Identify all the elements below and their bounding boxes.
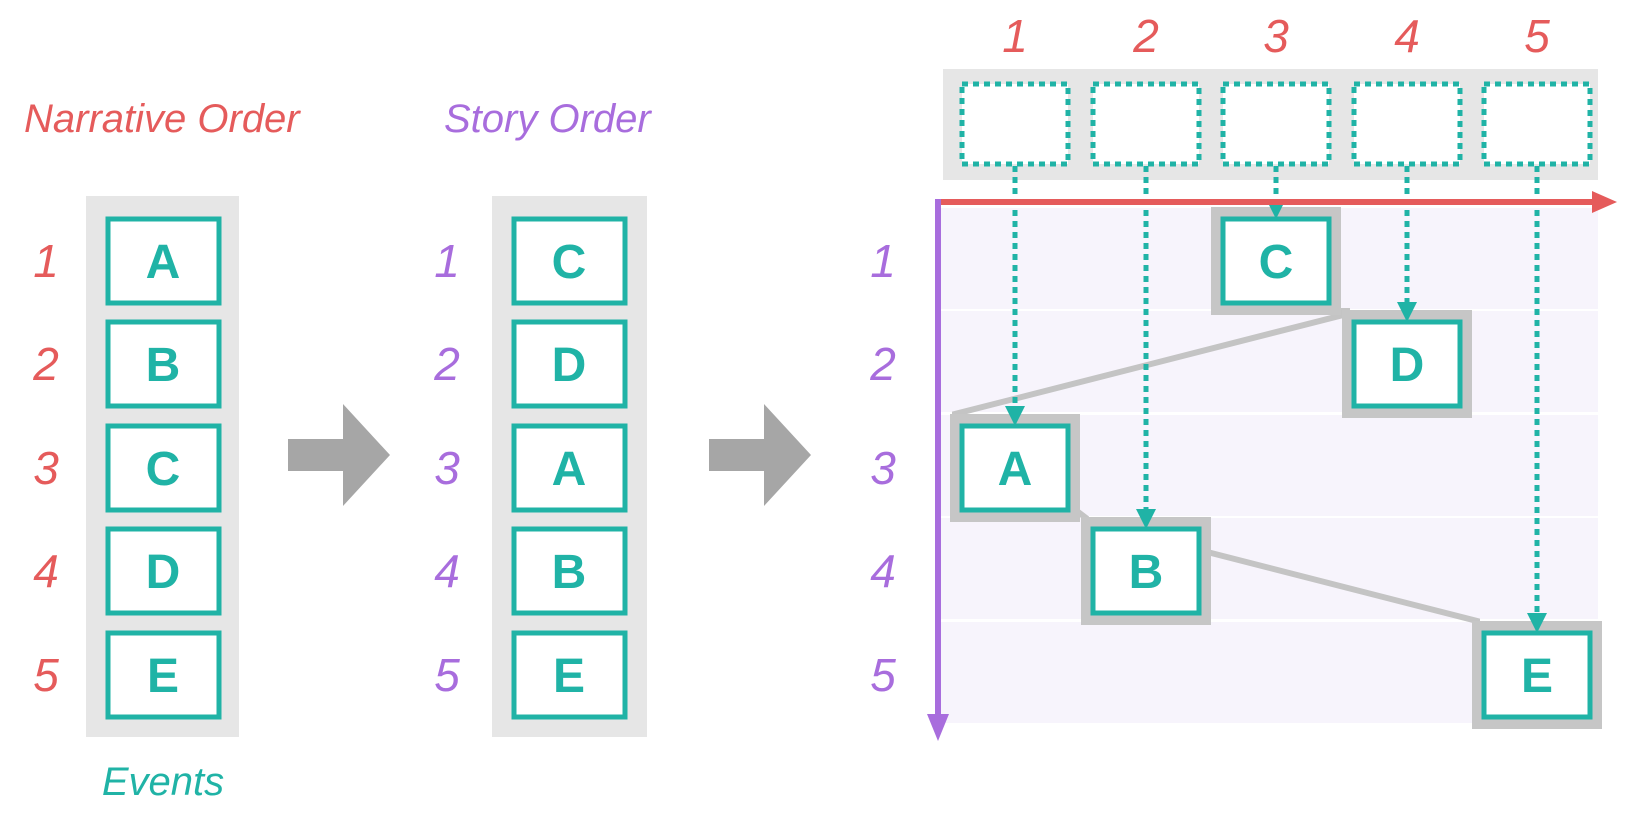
event-box: B [105, 319, 222, 409]
event-box: C [105, 423, 222, 513]
event-box: A [511, 423, 628, 513]
event-label: D [552, 339, 587, 392]
event-box: D [511, 319, 628, 409]
event-box: D [105, 526, 222, 616]
event-box-frame [511, 423, 628, 513]
narrative-slot [1090, 81, 1202, 167]
narrative-position-list: 1 2 3 4 5 [32, 235, 59, 701]
event-box-frame [105, 526, 222, 616]
matrix-event-cell: C [1211, 207, 1341, 315]
matrix-event-label: A [998, 443, 1033, 496]
matrix-column-number: 4 [1394, 10, 1420, 62]
matrix-row-number: 5 [870, 649, 896, 701]
event-box-frame [511, 526, 628, 616]
narrative-slot [1351, 81, 1463, 167]
matrix-column-number: 5 [1524, 10, 1550, 62]
event-box-frame [511, 216, 628, 306]
narrative-slots [959, 81, 1593, 167]
event-label: A [146, 236, 181, 289]
matrix-event-label: D [1390, 339, 1425, 392]
event-box: A [105, 216, 222, 306]
event-label: A [552, 443, 587, 496]
narrative-slot [1481, 81, 1593, 167]
matrix-row-number: 3 [870, 442, 896, 494]
narrative-position-number: 1 [33, 235, 59, 287]
matrix-event-frame [1090, 526, 1202, 616]
narrative-slot [1220, 81, 1332, 167]
matrix-event-cell: E [1472, 621, 1602, 729]
matrix-event-frame [1481, 630, 1593, 720]
events-label: Events [102, 760, 224, 804]
matrix-event-cell: D [1342, 310, 1472, 418]
matrix-column-number: 2 [1132, 10, 1159, 62]
narrative-position-number: 5 [33, 649, 59, 701]
matrix-event-cell: B [1081, 517, 1211, 625]
event-box: B [511, 526, 628, 616]
event-box: E [511, 630, 628, 720]
matrix-row-number: 2 [869, 338, 896, 390]
story-position-number: 3 [434, 442, 460, 494]
narrative-position-number: 4 [33, 545, 59, 597]
story-axis-arrowhead-icon [927, 714, 949, 741]
event-label: C [146, 443, 181, 496]
matrix-event-frame [959, 423, 1071, 513]
event-box-frame [511, 630, 628, 720]
event-box-frame [105, 423, 222, 513]
event-box: C [511, 216, 628, 306]
event-label: B [552, 546, 587, 599]
matrix-event-label: B [1129, 546, 1164, 599]
story-position-number: 2 [433, 338, 460, 390]
story-position-number: 5 [434, 649, 460, 701]
transition-arrow-icon [709, 404, 811, 506]
event-box: E [105, 630, 222, 720]
event-box-frame [105, 630, 222, 720]
narrative-position-number: 3 [33, 442, 59, 494]
matrix-column-number: 3 [1263, 10, 1289, 62]
event-box-frame [105, 216, 222, 306]
matrix-column-labels: 1 2 3 4 5 [1002, 10, 1550, 62]
event-label: B [146, 339, 181, 392]
matrix-row-number: 1 [870, 235, 896, 287]
story-position-number: 4 [434, 545, 460, 597]
transition-arrow-icon [288, 404, 390, 506]
narrative-slot [959, 81, 1071, 167]
story-position-list: 1 2 3 4 5 [433, 235, 460, 701]
matrix-row-band [938, 311, 1598, 412]
matrix-event-frame [1351, 319, 1463, 409]
matrix-event-cell: A [950, 414, 1080, 522]
narrative-axis-arrowhead-icon [1592, 191, 1617, 213]
matrix-event-label: E [1521, 650, 1553, 703]
event-box-frame [511, 319, 628, 409]
story-order-title: Story Order [444, 97, 652, 141]
narrative-position-number: 2 [32, 338, 59, 390]
narrative-order-title: Narrative Order [24, 97, 301, 141]
matrix-event-cells: A B C D E [950, 207, 1602, 729]
matrix-event-label: C [1259, 236, 1294, 289]
event-label: E [553, 650, 585, 703]
story-position-number: 1 [434, 235, 460, 287]
matrix-row-number: 4 [870, 545, 896, 597]
event-box-frame [105, 319, 222, 409]
matrix-row-labels: 1 2 3 4 5 [869, 235, 896, 701]
event-label: E [147, 650, 179, 703]
event-label: D [146, 546, 181, 599]
matrix-column-number: 1 [1002, 10, 1028, 62]
matrix-event-frame [1220, 216, 1332, 306]
event-label: C [552, 236, 587, 289]
